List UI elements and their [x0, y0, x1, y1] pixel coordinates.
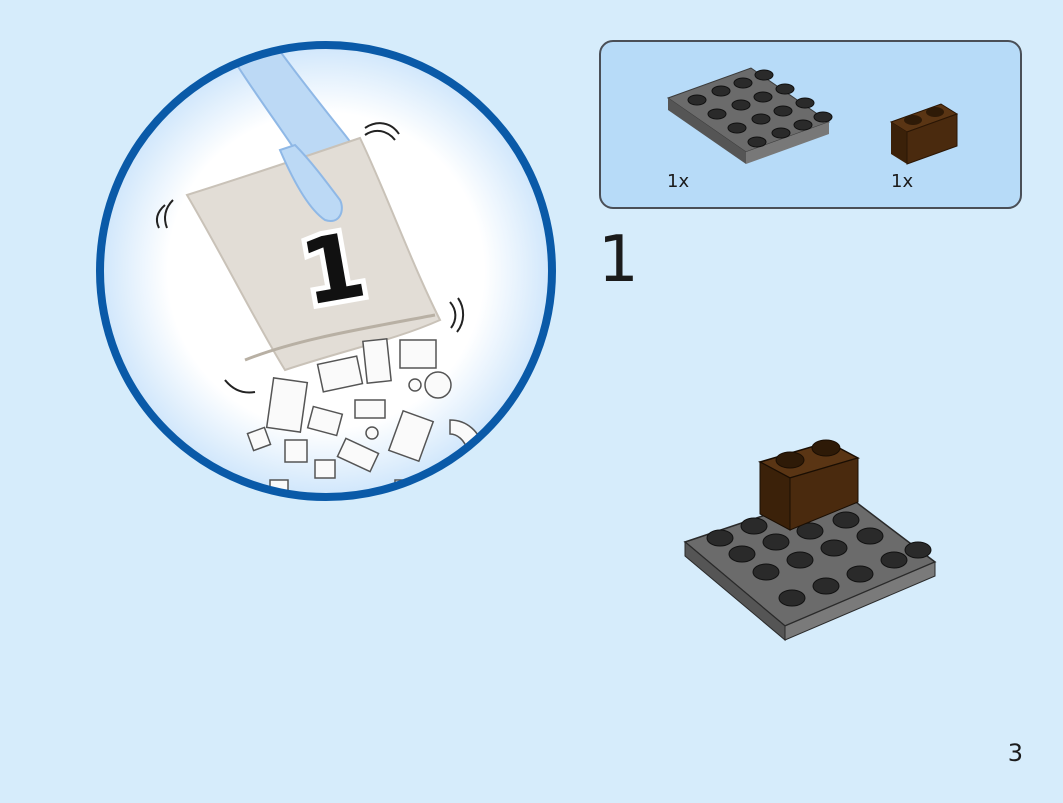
parts-list-box: 1x 1x [599, 40, 1022, 209]
step-build-illustration [680, 430, 945, 645]
plate-quantity: 1x [667, 171, 690, 192]
bag-opening-illustration: 1 [95, 40, 557, 502]
dark-gray-plate-4x4-icon [666, 67, 833, 164]
brick-quantity: 1x [891, 171, 914, 192]
brown-brick-1x2-icon [889, 103, 959, 165]
step-number: 1 [598, 223, 639, 297]
page-number: 3 [1007, 739, 1023, 767]
